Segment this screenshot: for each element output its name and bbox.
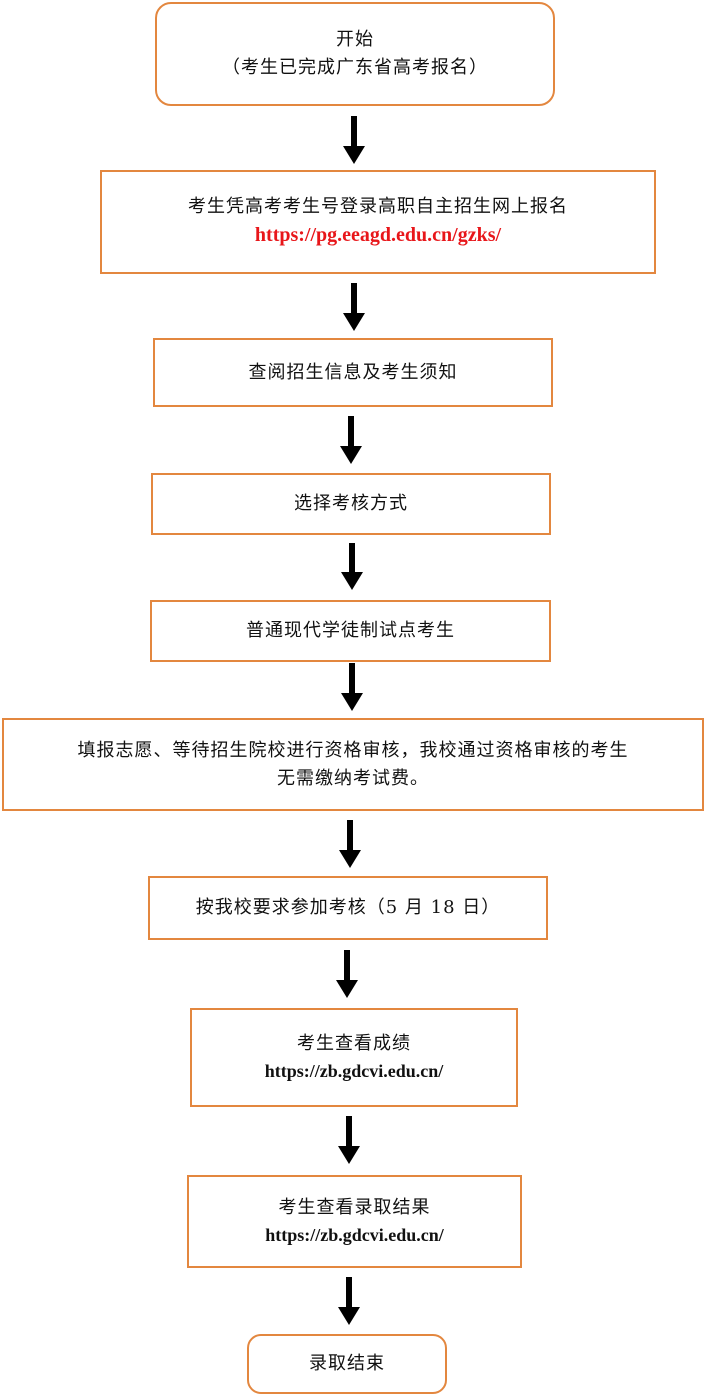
login-step: 考生凭高考考生号登录高职自主招生网上报名 https://pg.eeagd.ed… (100, 170, 656, 274)
fill-form-text-line1: 填报志愿、等待招生院校进行资格审核，我校通过资格审核的考生 (77, 739, 629, 761)
fill-form-text-line2: 无需缴纳考试费。 (277, 767, 429, 789)
read-info-step: 查阅招生信息及考生须知 (153, 338, 553, 407)
admission-url[interactable]: https://zb.gdcvi.edu.cn/ (265, 1224, 444, 1245)
fill-form-step: 填报志愿、等待招生院校进行资格审核，我校通过资格审核的考生 无需缴纳考试费。 (2, 718, 704, 811)
arrow-down-icon (341, 663, 363, 711)
start-node: 开始 （考生已完成广东省高考报名） (155, 2, 555, 106)
arrow-down-icon (338, 1116, 360, 1164)
view-admission-step: 考生查看录取结果 https://zb.gdcvi.edu.cn/ (187, 1175, 522, 1268)
arrow-down-icon (343, 283, 365, 331)
view-admission-text: 考生查看录取结果 (278, 1196, 431, 1218)
score-url[interactable]: https://zb.gdcvi.edu.cn/ (264, 1060, 444, 1081)
choose-mode-text: 选择考核方式 (294, 493, 408, 515)
view-score-text: 考生查看成绩 (297, 1032, 411, 1054)
end-text: 录取结束 (309, 1353, 385, 1375)
arrow-down-icon (341, 543, 363, 590)
start-note: （考生已完成广东省高考报名） (222, 57, 488, 78)
arrow-down-icon (336, 950, 358, 998)
choose-mode-step: 选择考核方式 (151, 473, 551, 535)
arrow-down-icon (340, 416, 362, 464)
view-score-step: 考生查看成绩 https://zb.gdcvi.edu.cn/ (190, 1008, 518, 1107)
start-title: 开始 (336, 29, 374, 51)
arrow-down-icon (338, 1277, 360, 1325)
end-node: 录取结束 (247, 1334, 447, 1394)
exam-text: 按我校要求参加考核（5 月 18 日） (195, 897, 501, 919)
apprentice-step: 普通现代学徒制试点考生 (150, 600, 551, 662)
read-info-text: 查阅招生信息及考生须知 (248, 361, 458, 383)
arrow-down-icon (343, 116, 365, 164)
apprentice-text: 普通现代学徒制试点考生 (246, 620, 455, 642)
registration-url[interactable]: https://pg.eeagd.edu.cn/gzks/ (254, 224, 502, 247)
exam-step: 按我校要求参加考核（5 月 18 日） (148, 876, 548, 940)
arrow-down-icon (339, 820, 361, 868)
login-step-text: 考生凭高考考生号登录高职自主招生网上报名 (188, 195, 568, 217)
